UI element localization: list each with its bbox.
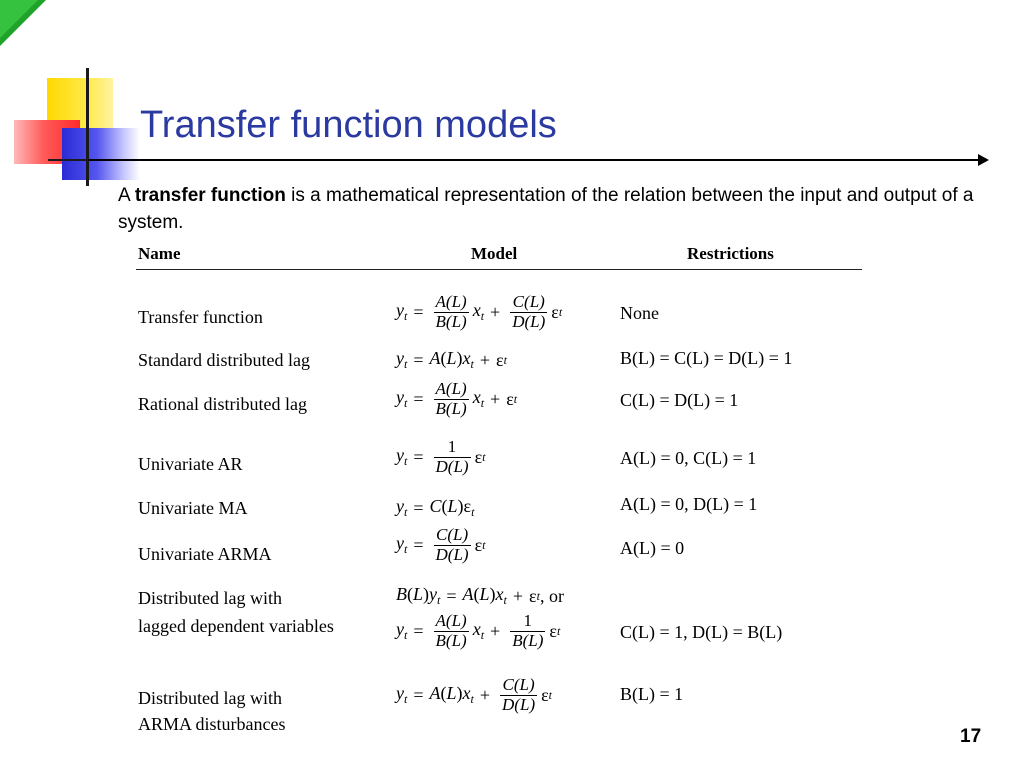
row-model: yt= C(L)εt	[396, 496, 474, 520]
intro-bold-term: transfer function	[134, 185, 286, 206]
decoration-horizontal-line	[48, 159, 94, 161]
page-number: 17	[960, 726, 982, 747]
decoration-blue-square	[62, 128, 140, 180]
row-name-line2: ARMA disturbances	[138, 714, 286, 734]
slide-title: Transfer function models	[140, 104, 557, 146]
header-model: Model	[471, 244, 518, 263]
row-name: Univariate MA	[138, 498, 248, 518]
row-name-line1: Distributed lag with	[138, 588, 282, 608]
row-restrictions: A(L) = 0	[620, 538, 685, 558]
header-name: Name	[138, 244, 181, 263]
row-name-line1: Distributed lag with	[138, 688, 282, 708]
corner-triangle-decoration	[0, 0, 46, 46]
row-restrictions: A(L) = 0, D(L) = 1	[620, 494, 758, 514]
intro-prefix: A	[118, 185, 135, 206]
row-name: Rational distributed lag	[138, 394, 307, 414]
row-restrictions: C(L) = 1, D(L) = B(L)	[620, 622, 783, 642]
intro-paragraph: A transfer function is a mathematical re…	[118, 182, 978, 236]
row-name-line2: lagged dependent variables	[138, 616, 334, 636]
row-restrictions: C(L) = D(L) = 1	[620, 390, 739, 410]
row-name: Transfer function	[138, 307, 263, 327]
equation: yt= C(L)εt	[396, 496, 475, 519]
row-restrictions: A(L) = 0, C(L) = 1	[620, 448, 757, 468]
row-restrictions: None	[620, 303, 659, 323]
arrow-right-icon	[978, 154, 989, 166]
row-name: Standard distributed lag	[138, 350, 310, 370]
decoration-vertical-line	[86, 68, 89, 186]
title-decoration	[0, 0, 140, 200]
row-restrictions: B(L) = 1	[620, 684, 684, 704]
row-name: Univariate ARMA	[138, 544, 272, 564]
header-rule	[136, 269, 862, 270]
header-restrictions: Restrictions	[687, 244, 774, 263]
row-restrictions: B(L) = C(L) = D(L) = 1	[620, 348, 793, 368]
intro-rest: is a mathematical representation of the …	[118, 185, 974, 233]
row-name: Univariate AR	[138, 454, 243, 474]
title-underline	[88, 159, 980, 161]
